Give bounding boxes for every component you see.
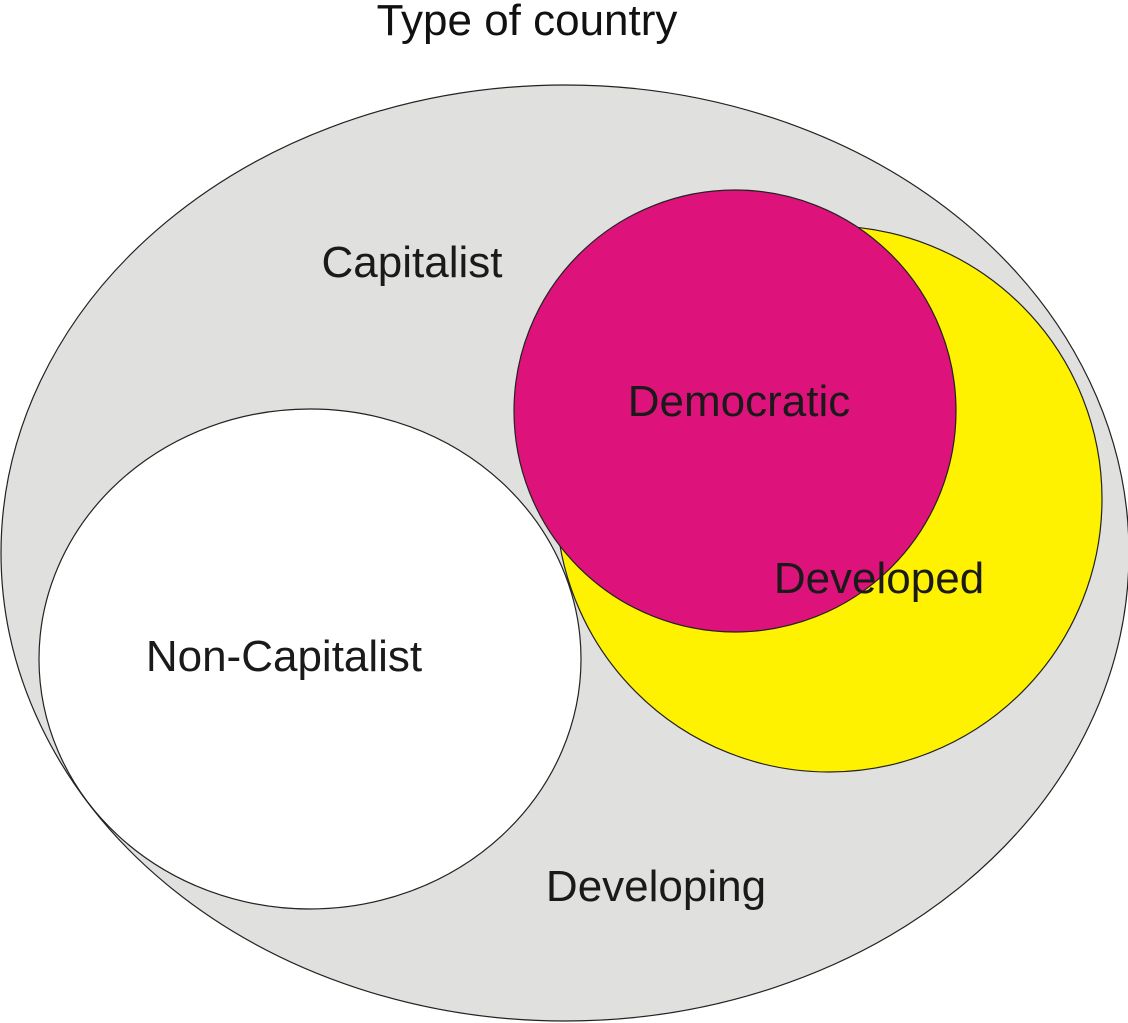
democratic-region <box>513 189 957 633</box>
non-capitalist-region <box>38 408 582 910</box>
developed-label: Developed <box>774 554 984 603</box>
developing-label: Developing <box>546 862 766 911</box>
capitalist-label: Capitalist <box>322 238 503 287</box>
diagram-title: Type of country <box>377 0 678 45</box>
non-capitalist-label: Non-Capitalist <box>146 632 422 681</box>
democratic-label: Democratic <box>628 377 851 426</box>
